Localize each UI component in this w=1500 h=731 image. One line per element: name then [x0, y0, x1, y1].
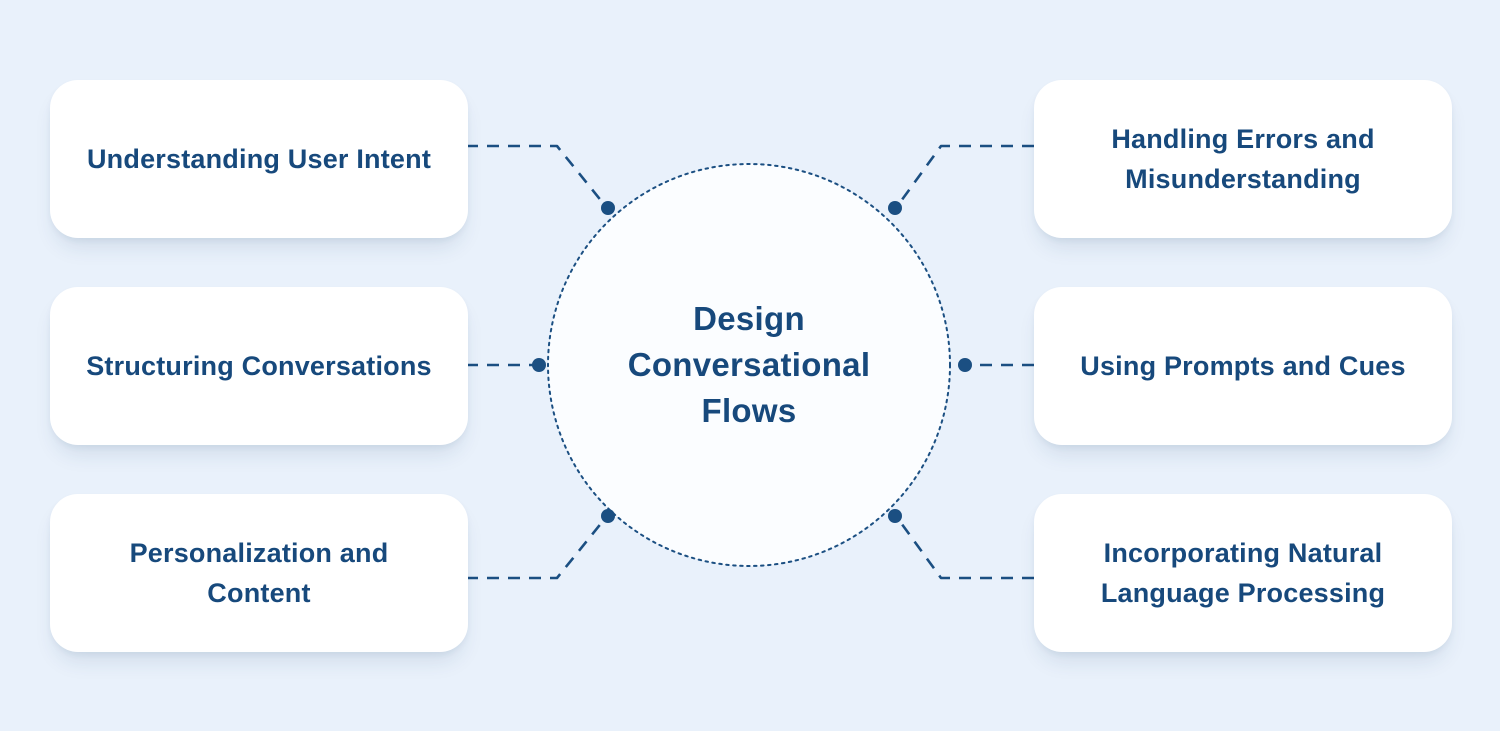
connector-left-top [466, 144, 609, 209]
center-node-title: Design Conversational Flows [627, 300, 871, 429]
node-label: Incorporating Natural Language Processin… [1100, 538, 1386, 608]
connector-right-top [894, 144, 1034, 209]
node-card-structuring-conversations: Structuring Conversations [50, 287, 468, 445]
connector-dot-right-bottom [888, 509, 902, 523]
node-label: Using Prompts and Cues [1080, 351, 1406, 381]
connector-left-bottom [466, 515, 609, 580]
node-card-incorporating-natural-language-processing: Incorporating Natural Language Processin… [1034, 494, 1452, 652]
node-card-using-prompts-and-cues: Using Prompts and Cues [1034, 287, 1452, 445]
connector-dot-left-bottom [601, 509, 615, 523]
node-label: Structuring Conversations [86, 351, 432, 381]
connector-dot-right-top [888, 201, 902, 215]
connector-dot-right-middle [958, 358, 972, 372]
center-node: Design Conversational Flows [599, 215, 899, 515]
node-label: Handling Errors and Misunderstanding [1111, 124, 1375, 194]
node-label: Personalization and Content [129, 538, 389, 608]
node-card-understanding-user-intent: Understanding User Intent [50, 80, 468, 238]
node-card-personalization-and-content: Personalization and Content [50, 494, 468, 652]
connector-right-bottom [894, 515, 1034, 580]
node-card-handling-errors-and-misunderstanding: Handling Errors and Misunderstanding [1034, 80, 1452, 238]
node-label: Understanding User Intent [86, 144, 432, 174]
connector-dot-left-middle [532, 358, 546, 372]
connector-dot-left-top [601, 201, 615, 215]
center-circle [547, 163, 951, 567]
